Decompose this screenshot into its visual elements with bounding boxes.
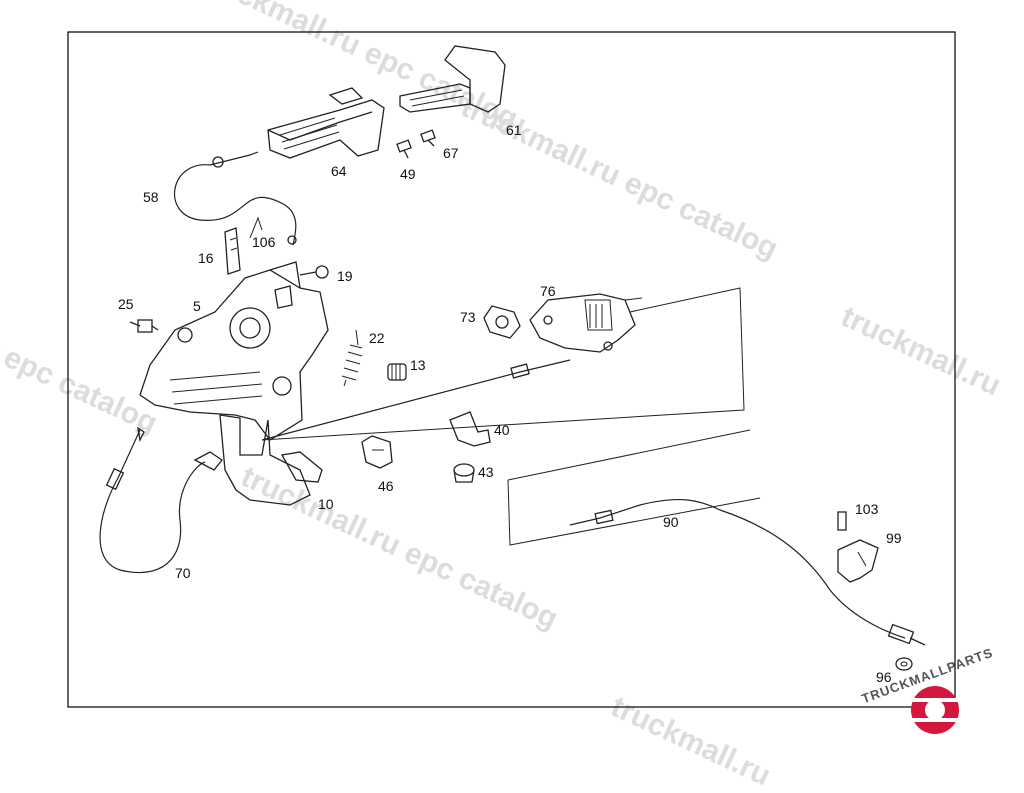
part-rod — [261, 359, 571, 441]
part-19-bolt — [299, 265, 329, 279]
part-96-nut — [895, 657, 913, 671]
label-58: 58 — [143, 189, 159, 205]
label-25: 25 — [118, 296, 134, 312]
label-19: 19 — [337, 268, 353, 284]
part-5-bracket — [139, 261, 329, 441]
label-73: 73 — [460, 309, 476, 325]
part-90-cable — [507, 429, 926, 646]
label-67: 67 — [443, 145, 459, 161]
part-70-cable — [99, 426, 206, 574]
part-58-cable — [173, 151, 297, 246]
label-76: 76 — [540, 283, 556, 299]
diagram-svg: 64 61 49 67 58 106 16 19 25 5 22 13 73 7… — [67, 31, 965, 734]
label-106: 106 — [252, 234, 276, 250]
leader-box-76 — [261, 287, 745, 441]
part-49-screw — [396, 139, 412, 159]
part-16-latch — [224, 227, 241, 275]
part-25-bolt — [129, 319, 159, 333]
part-40-clip — [449, 411, 491, 447]
label-70: 70 — [175, 565, 191, 581]
part-64-housing — [267, 87, 385, 159]
label-43: 43 — [478, 464, 494, 480]
part-13-spring — [387, 363, 407, 381]
label-46: 46 — [378, 478, 394, 494]
part-99-bracket — [837, 539, 879, 583]
logo-gear-icon — [905, 686, 965, 734]
part-76-mechanism — [529, 293, 643, 353]
diagram-frame — [67, 31, 956, 708]
label-90: 90 — [663, 514, 679, 530]
label-40: 40 — [494, 422, 510, 438]
part-46-clip — [361, 435, 393, 469]
part-10-pedal — [193, 414, 323, 506]
part-43-nut — [453, 463, 475, 483]
label-16: 16 — [198, 250, 214, 266]
label-99: 99 — [886, 530, 902, 546]
label-5: 5 — [193, 298, 201, 314]
part-22-spring — [341, 329, 363, 387]
label-22: 22 — [369, 330, 385, 346]
label-61: 61 — [506, 122, 522, 138]
label-64: 64 — [331, 163, 347, 179]
part-73-bracket — [483, 305, 521, 339]
part-106-clip — [249, 216, 263, 239]
part-103-pin — [837, 511, 847, 531]
part-61-cover — [399, 45, 506, 113]
label-96: 96 — [876, 669, 892, 685]
label-103: 103 — [855, 501, 879, 517]
label-10: 10 — [318, 496, 334, 512]
label-13: 13 — [410, 357, 426, 373]
label-49: 49 — [400, 166, 416, 182]
part-67-screw — [420, 129, 436, 147]
